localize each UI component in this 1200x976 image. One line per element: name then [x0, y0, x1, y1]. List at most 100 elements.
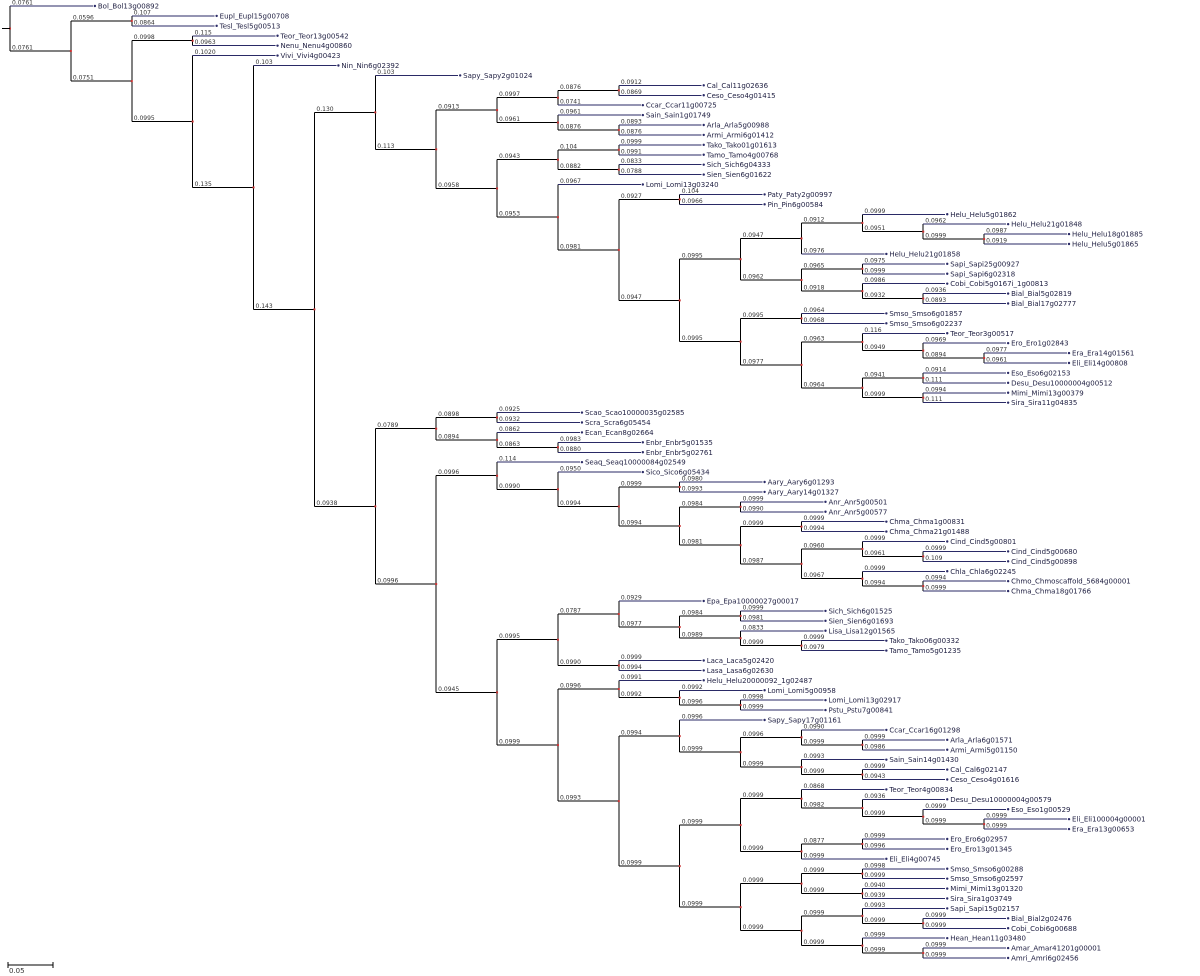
- branch-support-18: 0.0967: [560, 178, 581, 185]
- node-marker-132: [496, 438, 499, 441]
- leaf-dot-96: [1006, 956, 1010, 960]
- leaf-label-37: Eso_Eso6g02153: [1011, 369, 1070, 377]
- branch-support-85: 0.0996: [864, 842, 885, 849]
- node-marker-201: [617, 664, 620, 667]
- branch-support-3: 0.0751: [73, 75, 94, 82]
- branch-support-7: 0.143: [256, 303, 273, 310]
- branch-support-7: 0.103: [377, 69, 394, 76]
- leaf-dot-46: [580, 460, 584, 464]
- branch-support-23: 0.0987: [986, 228, 1007, 235]
- branch-support-34: 0.0969: [925, 337, 946, 344]
- leaf-label-58: Chmo_Chmoscaffold_5684g00001: [1011, 578, 1131, 586]
- branch-support-22: 0.0962: [925, 218, 946, 225]
- leaf-label-14: Tako_Tako01g01613: [706, 141, 777, 149]
- node-marker-231: [800, 766, 803, 769]
- branch-support-86: 0.0999: [803, 852, 824, 859]
- node-marker-110: [983, 357, 986, 360]
- leaf-label-48: Aary_Aary6g01293: [768, 479, 835, 487]
- node-marker-274: [800, 929, 803, 932]
- leaf-dot-77: [946, 768, 949, 771]
- node-marker-114: [861, 386, 864, 389]
- leaf-label-62: Sien_Sien6g01693: [828, 617, 893, 625]
- leaf-dot-71: [824, 708, 827, 712]
- branch-support-14: 0.0943: [499, 153, 520, 160]
- node-marker-104: [861, 340, 864, 343]
- branch-support-79: 0.0999: [621, 860, 642, 867]
- leaf-dot-48: [763, 480, 766, 484]
- node-marker-68: [739, 258, 742, 261]
- leaf-dot-30: [1006, 302, 1010, 305]
- branch-support-82: 0.0999: [986, 813, 1007, 820]
- leaf-dot-61: [824, 609, 827, 613]
- leaf-label-49: Aary_Aary14g01327: [768, 488, 839, 496]
- branch-support-23: 0.0999: [925, 233, 946, 240]
- node-marker-286: [922, 952, 925, 955]
- branch-support-14: 0.0999: [621, 138, 642, 145]
- leaf-label-74: Arla_Arla6g01571: [950, 736, 1012, 744]
- leaf-dot-32: [885, 322, 888, 325]
- branch-support-11: 0.0961: [560, 109, 581, 116]
- node-marker-70: [800, 237, 803, 240]
- branch-support-92: 0.0999: [864, 917, 885, 924]
- branch-support-73: 0.0990: [803, 723, 824, 730]
- branch-support-45: 0.0880: [560, 446, 581, 453]
- node-marker-183: [556, 638, 559, 641]
- branch-support-41: 0.0925: [499, 406, 520, 413]
- leaf-label-54: Cind_Cind5g00801: [950, 538, 1016, 546]
- node-marker-257: [861, 842, 864, 845]
- leaf-dot-7: [458, 74, 462, 77]
- leaf-dot-85: [946, 847, 949, 851]
- node-marker-31: [556, 96, 559, 99]
- leaf-label-38: Desu_Desu10000004g00512: [1011, 379, 1112, 387]
- node-marker-251: [983, 823, 986, 826]
- leaf-dot-3: [276, 34, 279, 37]
- node-marker-219: [678, 735, 681, 738]
- leaf-label-82: Eli_Eli100004g00001: [1072, 816, 1146, 824]
- leaf-label-40: Sira_Sira11g04835: [1011, 399, 1077, 407]
- leaf-dot-8: [702, 84, 705, 87]
- branch-support-29: 0.0932: [864, 292, 885, 299]
- branch-support-3: 0.0998: [134, 34, 155, 41]
- branch-support-6: 0.103: [256, 59, 273, 66]
- leaf-label-3: Teor_Teor13g00542: [280, 32, 349, 40]
- branch-support-58: 0.0994: [864, 580, 885, 587]
- leaf-label-25: Helu_Helu21g01858: [889, 250, 960, 258]
- leaf-label-67: Lasa_Lasa6g02630: [707, 667, 774, 675]
- scale-bar-label: 0.05: [9, 967, 25, 975]
- node-marker-29: [496, 109, 499, 112]
- node-marker-234: [861, 773, 864, 776]
- leaf-label-46: Seaq_Seaq10000084g02549: [585, 459, 686, 467]
- branch-support-62: 0.0981: [743, 614, 764, 621]
- node-marker-283: [861, 944, 864, 947]
- leaf-dot-10: [641, 103, 645, 107]
- leaf-dot-72: [763, 718, 766, 722]
- branch-support-54: 0.0987: [743, 557, 764, 564]
- branch-support-16: 0.0833: [621, 158, 642, 165]
- branch-support-54: 0.0960: [803, 542, 824, 549]
- leaf-dot-59: [1006, 589, 1010, 593]
- leaf-dot-93: [1006, 927, 1010, 930]
- branch-support-41: 0.0938: [316, 500, 337, 507]
- branch-support-3: 0.115: [195, 29, 212, 36]
- leaf-dot-87: [946, 867, 949, 870]
- node-marker-62: [678, 198, 681, 201]
- leaf-label-95: Amar_Amar41201g00001: [1011, 945, 1101, 953]
- leaf-dot-58: [1006, 579, 1010, 583]
- branch-support-57: 0.0967: [803, 572, 824, 579]
- leaf-dot-16: [702, 163, 705, 166]
- branch-support-21: 0.0912: [803, 216, 824, 223]
- leaf-label-24: Helu_Helu5g01865: [1072, 241, 1139, 249]
- branch-support-66: 0.0990: [560, 659, 581, 666]
- branch-support-10: 0.0741: [560, 99, 581, 106]
- leaf-label-59: Chma_Chma18g01766: [1011, 588, 1092, 596]
- branch-support-51: 0.0990: [743, 505, 764, 512]
- leaf-dot-64: [885, 639, 888, 642]
- leaf-label-13: Armi_Armi6g01412: [707, 131, 774, 139]
- branch-support-88: 0.0999: [864, 872, 885, 879]
- node-marker-217: [617, 800, 620, 803]
- node-marker-85: [861, 267, 864, 270]
- node-marker-147: [617, 505, 620, 508]
- branch-support-91: 0.0999: [803, 909, 824, 916]
- node-marker-155: [739, 505, 742, 508]
- node-marker-222: [739, 751, 742, 754]
